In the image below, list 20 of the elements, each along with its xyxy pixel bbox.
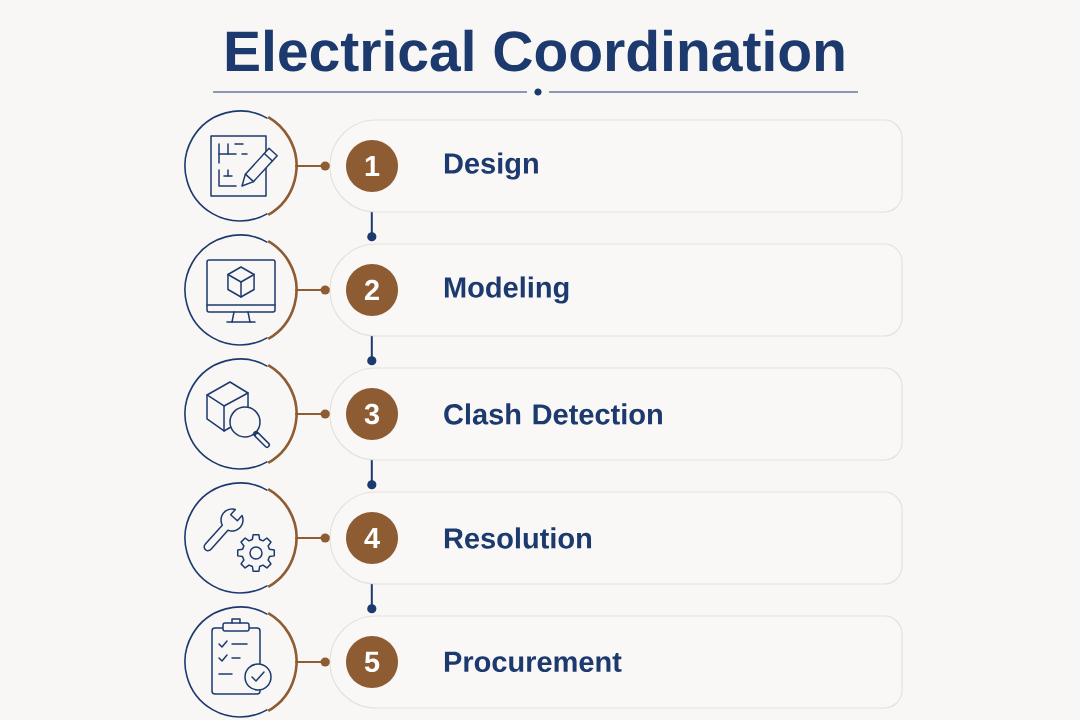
icon-circle — [184, 482, 298, 594]
number-badge: 5 — [346, 636, 398, 688]
connector-line — [294, 409, 330, 419]
number-badge: 1 — [346, 140, 398, 192]
number-badge: 3 — [346, 388, 398, 440]
title: Electrical Coordination — [226, 29, 844, 72]
connector-line — [367, 459, 377, 490]
connector-line — [367, 211, 377, 242]
icon-circle — [184, 606, 298, 718]
number-badge: 4 — [346, 512, 398, 564]
icon-circle — [184, 358, 298, 470]
icon-circle — [184, 110, 298, 222]
connector-line — [294, 533, 330, 543]
connector-line — [367, 335, 377, 366]
icon-circle — [184, 234, 298, 346]
connector-line — [294, 657, 330, 667]
number-badge: 2 — [346, 264, 398, 316]
connector-line — [367, 583, 377, 614]
connector-line — [294, 285, 330, 295]
connector-line — [294, 161, 330, 171]
